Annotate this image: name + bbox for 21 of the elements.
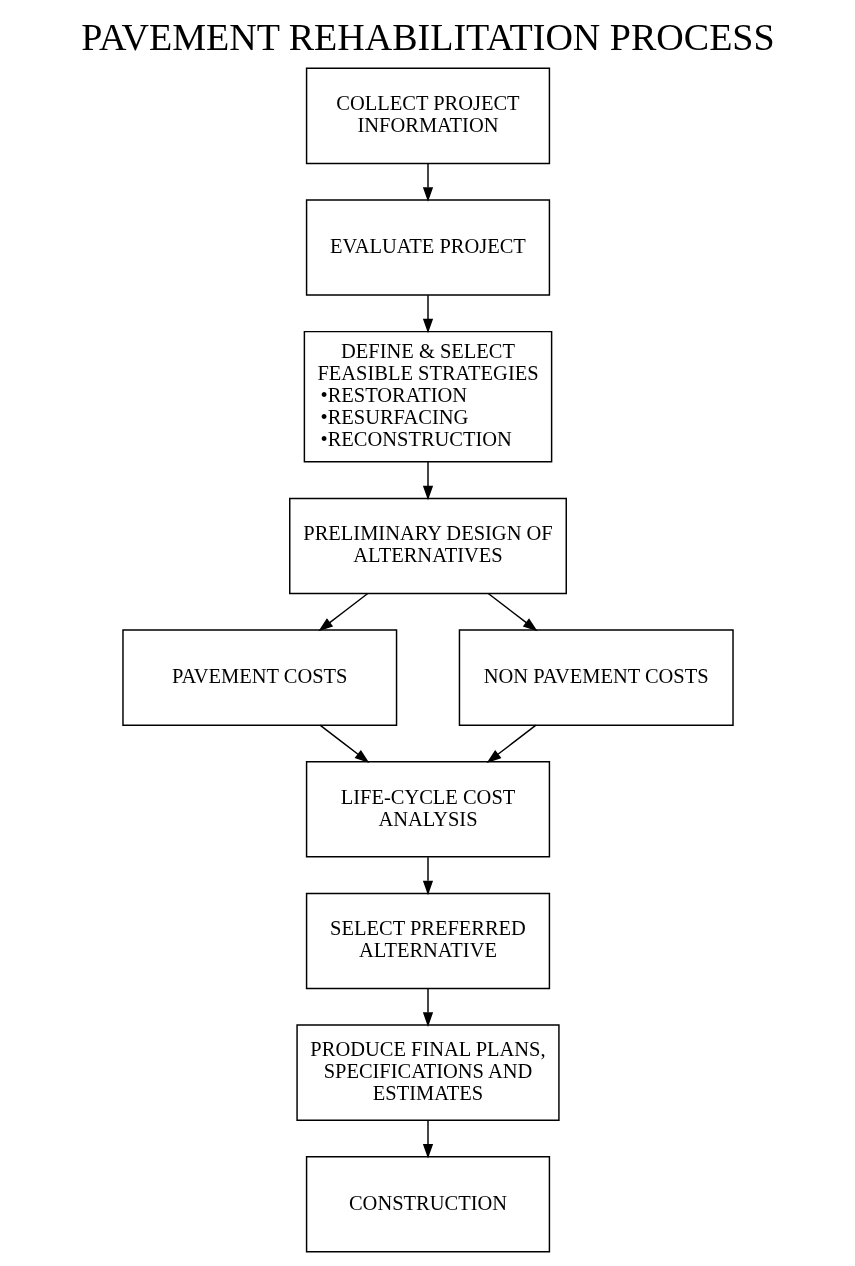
arrow: [422, 461, 433, 501]
arrow: [422, 294, 433, 334]
arrow: [422, 988, 433, 1027]
node-box: PRODUCE FINAL PLANS, SPECIFICATIONS AND ESTIMATES: [295, 1024, 560, 1121]
arrow: [422, 163, 433, 202]
node-box: LIFE-CYCLE COST ANALYSIS: [305, 761, 550, 858]
node-box: PRELIMINARY DESIGN OF ALTERNATIVES: [288, 497, 567, 595]
node-box: EVALUATE PROJECT: [305, 199, 550, 296]
node-box: NON PAVEMENT COSTS: [458, 629, 734, 726]
arrow: [486, 724, 537, 763]
arrow: [422, 1119, 433, 1159]
diagram-title: PAVEMENT REHABILITATION PROCESS: [80, 16, 775, 59]
node-box: DEFINE & SELECT FEASIBLE STRATEGIES •RESTORATION •RESURFACING •RECONSTRUCTION: [303, 330, 552, 463]
node-box: PAVEMENT COSTS: [121, 629, 397, 726]
node-box: CONSTRUCTION: [305, 1156, 550, 1253]
node-box: SELECT PREFERRED ALTERNATIVE: [305, 892, 550, 990]
arrow: [318, 724, 369, 763]
node-box: COLLECT PROJECT INFORMATION: [305, 67, 550, 165]
arrow: [317, 592, 368, 632]
arrow: [487, 592, 538, 632]
arrow: [422, 856, 433, 896]
